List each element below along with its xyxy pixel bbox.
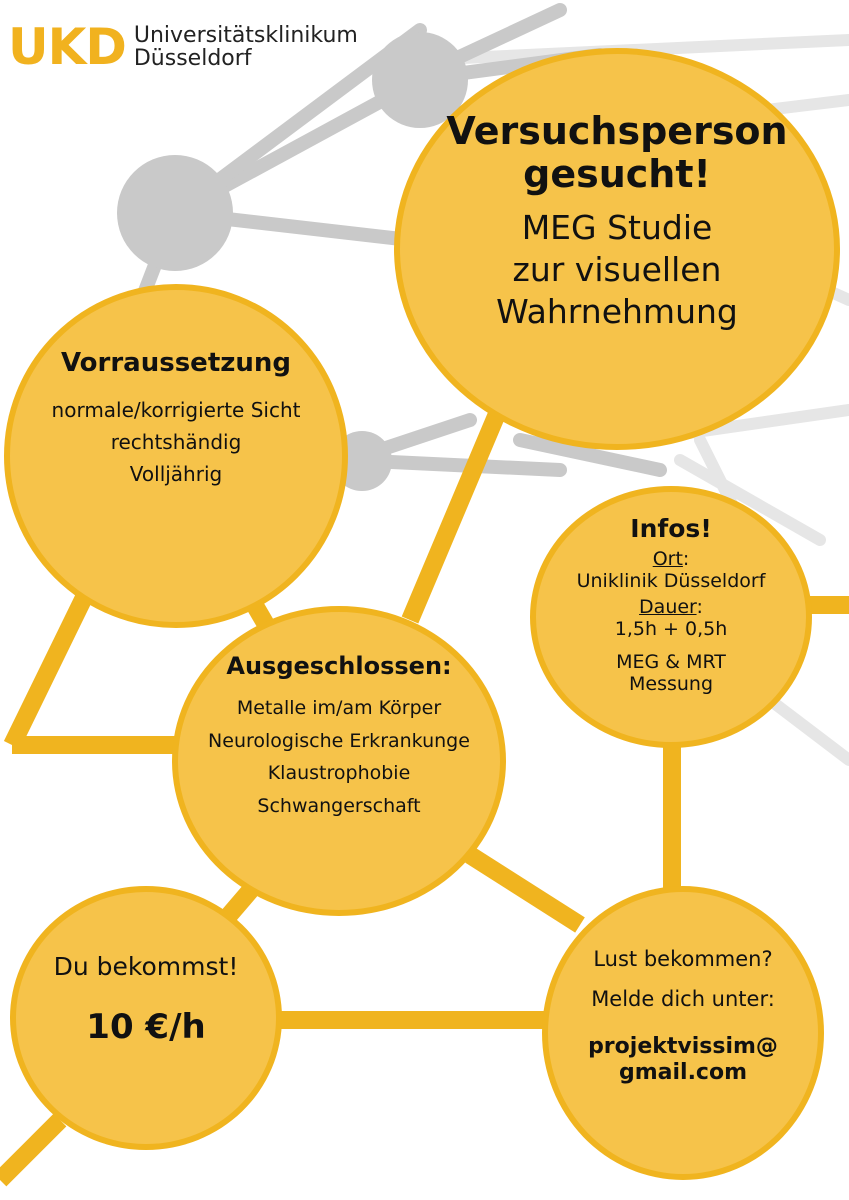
headline-line-2: gesucht!: [523, 151, 711, 196]
duration-value: 1,5h + 0,5h: [614, 617, 728, 640]
study-title-line-3: Wahrnehmung: [496, 291, 738, 331]
contact-email-line-2: gmail.com: [618, 1060, 748, 1086]
requirement-item: normale/korrigierte Sicht: [51, 398, 301, 422]
logo-mark: UKD: [8, 18, 127, 76]
study-title-line-2: zur visuellen: [512, 250, 722, 289]
payment-amount: 10 €/h: [86, 1007, 206, 1047]
duration-label-row: Dauer:: [639, 595, 703, 619]
payment-circle: Du bekommst! 10 €/h: [10, 886, 282, 1150]
exclusion-item: Schwangerschaft: [257, 795, 421, 818]
duration-label: Dauer: [639, 595, 697, 618]
logo-university: Universitätsklinikum: [133, 22, 358, 48]
study-title-line-1: MEG Studie: [521, 208, 713, 248]
main-headline-circle: Versuchsperson gesucht! MEG Studie zur v…: [394, 48, 840, 450]
location-label-row: Ort:: [652, 548, 690, 571]
info-title: Infos!: [630, 514, 712, 543]
location-colon: :: [682, 548, 690, 570]
exclusions-circle: Ausgeschlossen: Metalle im/am Körper Neu…: [172, 606, 506, 916]
payment-lead: Du bekommst!: [53, 952, 239, 981]
requirements-circle: Vorraussetzung normale/korrigierte Sicht…: [4, 284, 348, 628]
exclusion-item: Neurologische Erkrankunge: [208, 729, 470, 752]
contact-circle: Lust bekommen? Melde dich unter: projekt…: [542, 886, 824, 1180]
logo-text: Universitätsklinikum Düsseldorf: [134, 24, 358, 70]
logo-city: Düsseldorf: [133, 46, 252, 71]
requirement-item: Volljährig: [129, 462, 223, 486]
exclusions-title: Ausgeschlossen:: [226, 652, 452, 680]
requirements-title: Vorraussetzung: [60, 348, 292, 378]
duration-colon: :: [696, 595, 703, 618]
contact-email-line-1: projektvissim@: [588, 1033, 778, 1059]
gray-nodes: [117, 32, 468, 491]
ukd-logo: UKD Universitätsklinikum Düsseldorf: [8, 22, 358, 72]
info-circle: Infos! Ort: Uniklinik Düsseldorf Dauer: …: [530, 486, 812, 748]
location-label: Ort: [652, 548, 683, 570]
contact-line-1: Lust bekommen?: [593, 947, 773, 971]
exclusion-item: Klaustrophobie: [267, 762, 411, 785]
location-value: Uniklinik Düsseldorf: [576, 569, 766, 592]
exclusion-item: Metalle im/am Körper: [236, 697, 442, 719]
headline-line-1: Versuchsperson: [446, 109, 788, 153]
measurement-line-1: MEG & MRT: [616, 651, 726, 674]
measurement-line-2: Messung: [628, 673, 714, 696]
contact-line-2: Melde dich unter:: [591, 986, 775, 1011]
requirement-item: rechtshändig: [110, 430, 242, 454]
